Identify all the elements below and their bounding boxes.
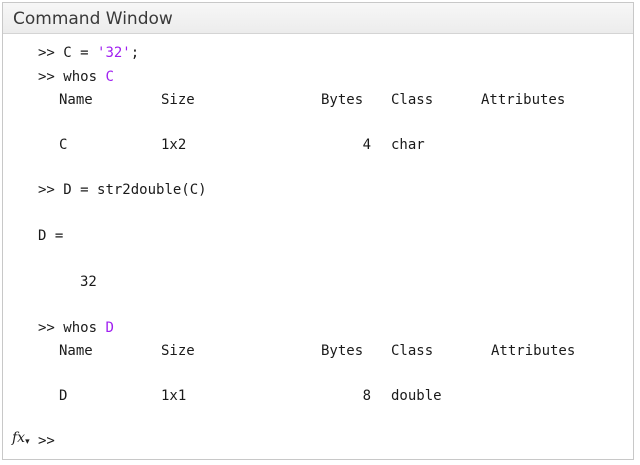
prompt: >> (38, 320, 64, 336)
col-class: Class (391, 343, 434, 359)
code: whos (63, 69, 106, 85)
col-attributes: Attributes (491, 343, 576, 359)
whos-argument: C (105, 69, 114, 85)
output-value: 32 (80, 274, 97, 290)
col-bytes: Bytes (321, 343, 364, 359)
command-line-2: >> whos C (38, 68, 114, 86)
fx-symbol: fx (12, 430, 26, 446)
code: C = (63, 45, 98, 61)
col-attributes: Attributes (481, 92, 566, 108)
command-line-1: >> C = '32'; (38, 44, 139, 62)
prompt: >> (38, 69, 64, 85)
var-name: C (59, 137, 68, 153)
var-class: double (391, 388, 442, 404)
col-class: Class (391, 92, 434, 108)
col-name: Name (59, 343, 93, 359)
command-line-4: >> whos D (38, 319, 114, 337)
col-size: Size (161, 343, 195, 359)
col-bytes: Bytes (321, 92, 364, 108)
code-end: ; (130, 45, 140, 61)
var-bytes: 8 (362, 388, 371, 404)
var-size: 1x1 (161, 388, 187, 404)
var-size: 1x2 (161, 137, 187, 153)
chevron-down-icon: ▾ (25, 437, 30, 447)
function-browser-icon[interactable]: fx▾ (12, 430, 30, 450)
command-window-titlebar[interactable]: Command Window (3, 3, 633, 34)
var-name: D (59, 388, 68, 404)
col-size: Size (161, 92, 195, 108)
command-line-3: >> D = str2double(C) (38, 181, 207, 199)
current-prompt[interactable]: >> (38, 433, 55, 449)
command-window: Command Window >> C = '32'; >> whos C Na… (2, 2, 634, 460)
output-label: D = (38, 228, 64, 244)
code: D = str2double(C) (63, 182, 207, 198)
console-output[interactable]: >> C = '32'; >> whos C Name Size Bytes C… (3, 34, 633, 459)
var-class: char (391, 137, 425, 153)
prompt: >> (38, 182, 64, 198)
prompt: >> (38, 45, 64, 61)
window-title: Command Window (13, 9, 173, 29)
whos-argument: D (105, 320, 114, 336)
var-bytes: 4 (362, 137, 371, 153)
col-name: Name (59, 92, 93, 108)
string-literal: '32' (97, 45, 131, 61)
code: whos (63, 320, 106, 336)
